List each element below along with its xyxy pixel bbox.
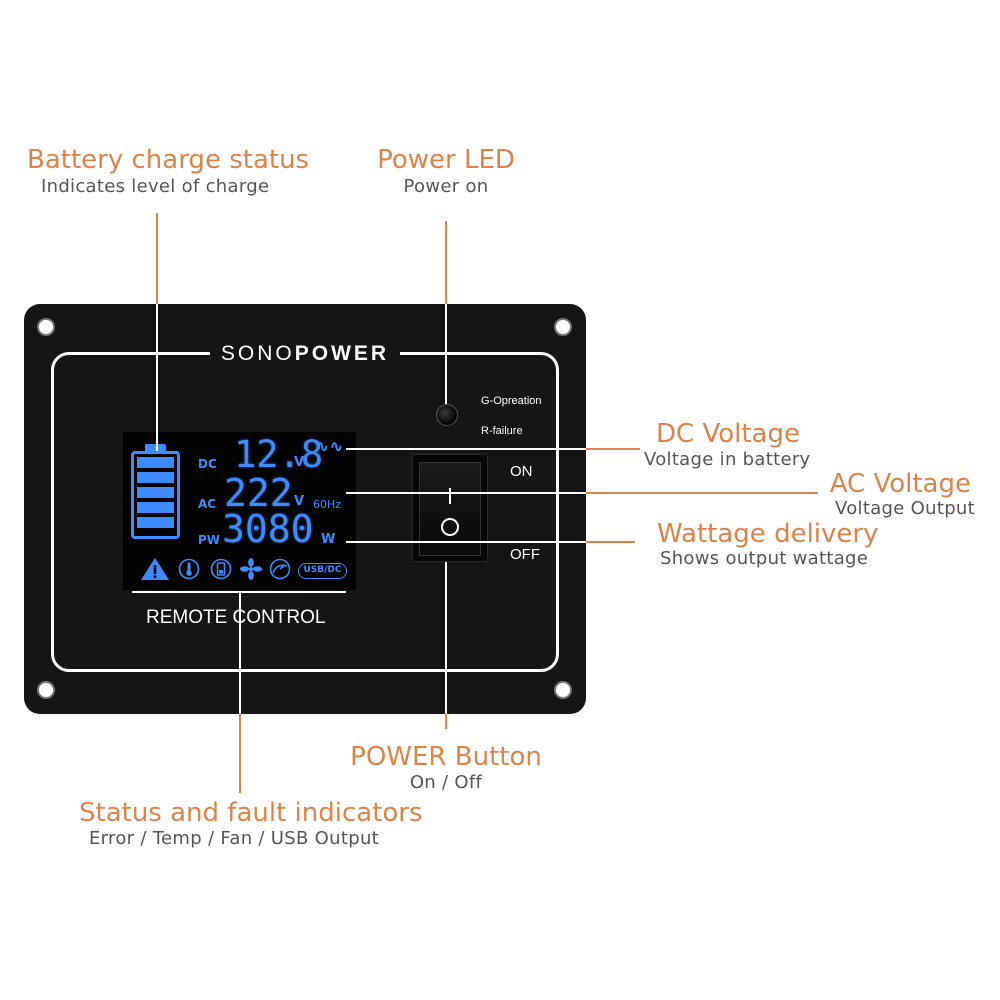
power-led [436,404,458,426]
sine-wave-icon: ∿∿ [315,437,344,457]
ac-unit: V [294,494,305,509]
brand-bold: POWER [294,342,390,365]
switch-off-symbol [441,518,459,536]
power-led-callout-title: Power LED [377,145,515,175]
power-button-leader-line-inner [445,562,447,714]
led-failure-label: R-failure [481,425,523,437]
dc-label: DC [198,457,217,471]
brand-logo: SONOPOWER [221,342,389,366]
wattage-leader-line [586,541,635,543]
dc-unit: V [294,455,305,470]
power-button-callout-title: POWER Button [350,742,542,772]
battery-bar [137,487,174,498]
mounting-hole [37,318,55,336]
brand-light: SONO [220,342,295,365]
mounting-hole [37,681,55,699]
usb-dc-badge: USB/DC [298,563,347,579]
wattage-callout-subtitle: Shows output wattage [660,548,869,569]
led-operation-label: G-Opreation [481,395,542,407]
ac-leader-line [586,492,818,494]
pw-label: PW [198,533,221,547]
switch-off-label: OFF [510,546,540,563]
power-button-leader-line [445,714,447,729]
brand-gap [210,340,400,366]
power-led-leader-line [445,221,447,304]
power-led-leader-line-inner [445,304,447,404]
battery-callout-subtitle: Indicates level of charge [41,176,270,197]
fan-icon [240,558,262,580]
battery-bar [137,472,174,483]
status-leader-line-inner [239,593,241,714]
ac-frequency: 60Hz [313,498,342,511]
battery-bar [137,517,174,528]
switch-on-symbol [449,488,451,504]
battery-low-icon [210,558,232,580]
dc-leader-line-inner [346,448,586,450]
ac-label: AC [198,497,217,511]
warning-icon [141,558,169,580]
power-button-callout-subtitle: On / Off [409,772,483,793]
pw-value: 3080 [222,507,314,551]
battery-leader-line-inner [156,304,158,451]
dc-value: 12.8 [234,433,324,476]
dc-voltage-callout-subtitle: Voltage in battery [644,449,811,470]
overload-icon [269,558,291,580]
battery-callout-title: Battery charge status [27,145,310,175]
ac-voltage-callout-title: AC Voltage [829,469,971,499]
status-callout-title: Status and fault indicators [79,798,423,828]
battery-bar [137,502,174,513]
status-leader-line [239,714,241,793]
wattage-callout-title: Wattage delivery [657,519,879,549]
pw-unit: W [321,532,336,547]
ac-value: 222 [224,471,293,515]
battery-leader-line [156,213,158,304]
wattage-leader-line-inner [346,541,586,543]
ac-leader-line-inner [346,492,586,494]
mounting-hole [554,681,572,699]
status-callout-subtitle: Error / Temp / Fan / USB Output [89,828,380,849]
remote-control-label: REMOTE CONTROL [146,607,326,628]
switch-on-label: ON [510,463,533,480]
status-bracket-line [132,591,346,593]
battery-icon-cap [145,444,166,452]
thermometer-icon [178,558,200,580]
mounting-hole [554,318,572,336]
power-switch[interactable] [419,462,481,556]
ac-voltage-callout-subtitle: Voltage Output [835,498,975,519]
dc-voltage-callout-title: DC Voltage [656,419,800,449]
battery-bar [137,457,174,468]
power-led-callout-subtitle: Power on [403,176,489,197]
dc-leader-line [586,448,640,450]
battery-icon [131,451,180,539]
